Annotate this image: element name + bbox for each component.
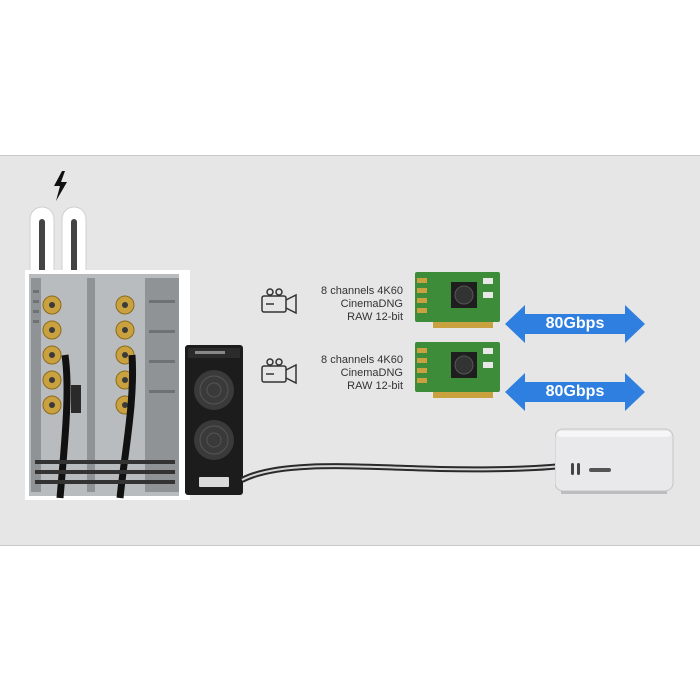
expansion-chassis: [185, 345, 243, 495]
stream-format: CinemaDNG: [340, 367, 403, 379]
stream-description: 8 channels 4K60 CinemaDNG RAW 12-bit: [273, 354, 403, 393]
mac-studio-computer: [555, 428, 674, 494]
stream-channels: 8 channels 4K60: [321, 285, 403, 297]
stream-format: CinemaDNG: [340, 298, 403, 310]
double-arrow-icon: [505, 373, 645, 411]
stream-description: 8 channels 4K60 CinemaDNG RAW 12-bit: [273, 285, 403, 324]
capture-card-rear-photo: [25, 270, 190, 500]
stream-bitdepth: RAW 12-bit: [347, 380, 403, 392]
stream-bitdepth: RAW 12-bit: [347, 311, 403, 323]
thunderbolt-cable: [240, 462, 571, 483]
double-arrow-icon: [505, 305, 645, 343]
capture-card-board: [415, 272, 500, 328]
bandwidth-label: 80Gbps: [545, 315, 605, 332]
stream-channels: 8 channels 4K60: [321, 354, 403, 366]
capture-card-board: [415, 342, 500, 398]
video-camera-icon: [261, 358, 297, 385]
video-camera-icon: [261, 288, 297, 315]
thunderbolt-icon: [54, 171, 67, 201]
bandwidth-label: 80Gbps: [545, 383, 605, 400]
